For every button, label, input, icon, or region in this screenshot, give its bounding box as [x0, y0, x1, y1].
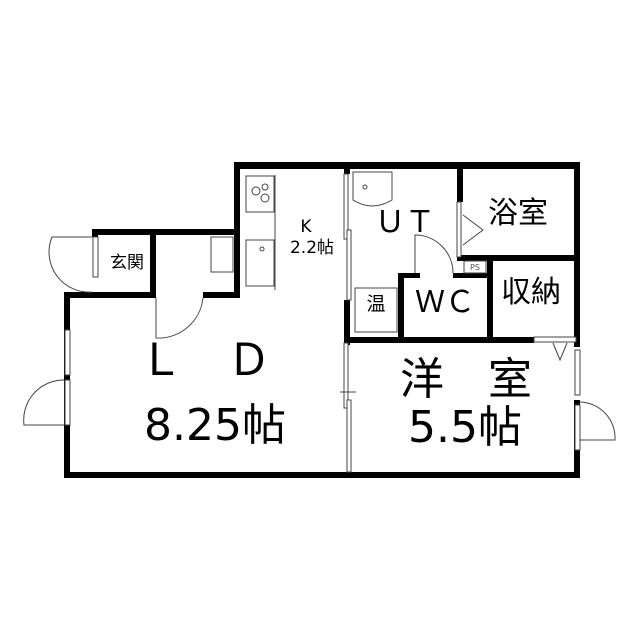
water-heater-label: 温	[366, 293, 385, 315]
swing-doors	[23, 214, 616, 441]
bathroom-label: 浴室	[488, 196, 548, 231]
sliding-doors	[340, 173, 577, 473]
kitchen-fixtures	[245, 175, 276, 290]
storage-label: 収納	[501, 275, 561, 310]
washbasin-icon	[352, 171, 393, 207]
pipe-space-label: PS	[470, 263, 480, 272]
stove-icon	[245, 175, 275, 213]
walls	[64, 162, 580, 478]
western-room-size: 5.5帖	[408, 402, 522, 453]
living-dining-label: Ｌ Ｄ	[139, 335, 271, 386]
kitchen-size: 2.2帖	[290, 238, 334, 258]
kitchen-label: K	[300, 217, 312, 237]
entrance-label: 玄関	[110, 253, 144, 273]
utility-label: ＵＴ	[375, 205, 435, 240]
water-heater-box	[354, 287, 398, 333]
living-dining-size: 8.25帖	[144, 400, 286, 451]
sink-icon	[245, 239, 275, 287]
western-room-label: 洋 室	[400, 354, 532, 405]
windows	[64, 236, 581, 451]
pipe-space-box	[463, 260, 487, 274]
toilet-label: ＷＣ	[415, 285, 475, 320]
